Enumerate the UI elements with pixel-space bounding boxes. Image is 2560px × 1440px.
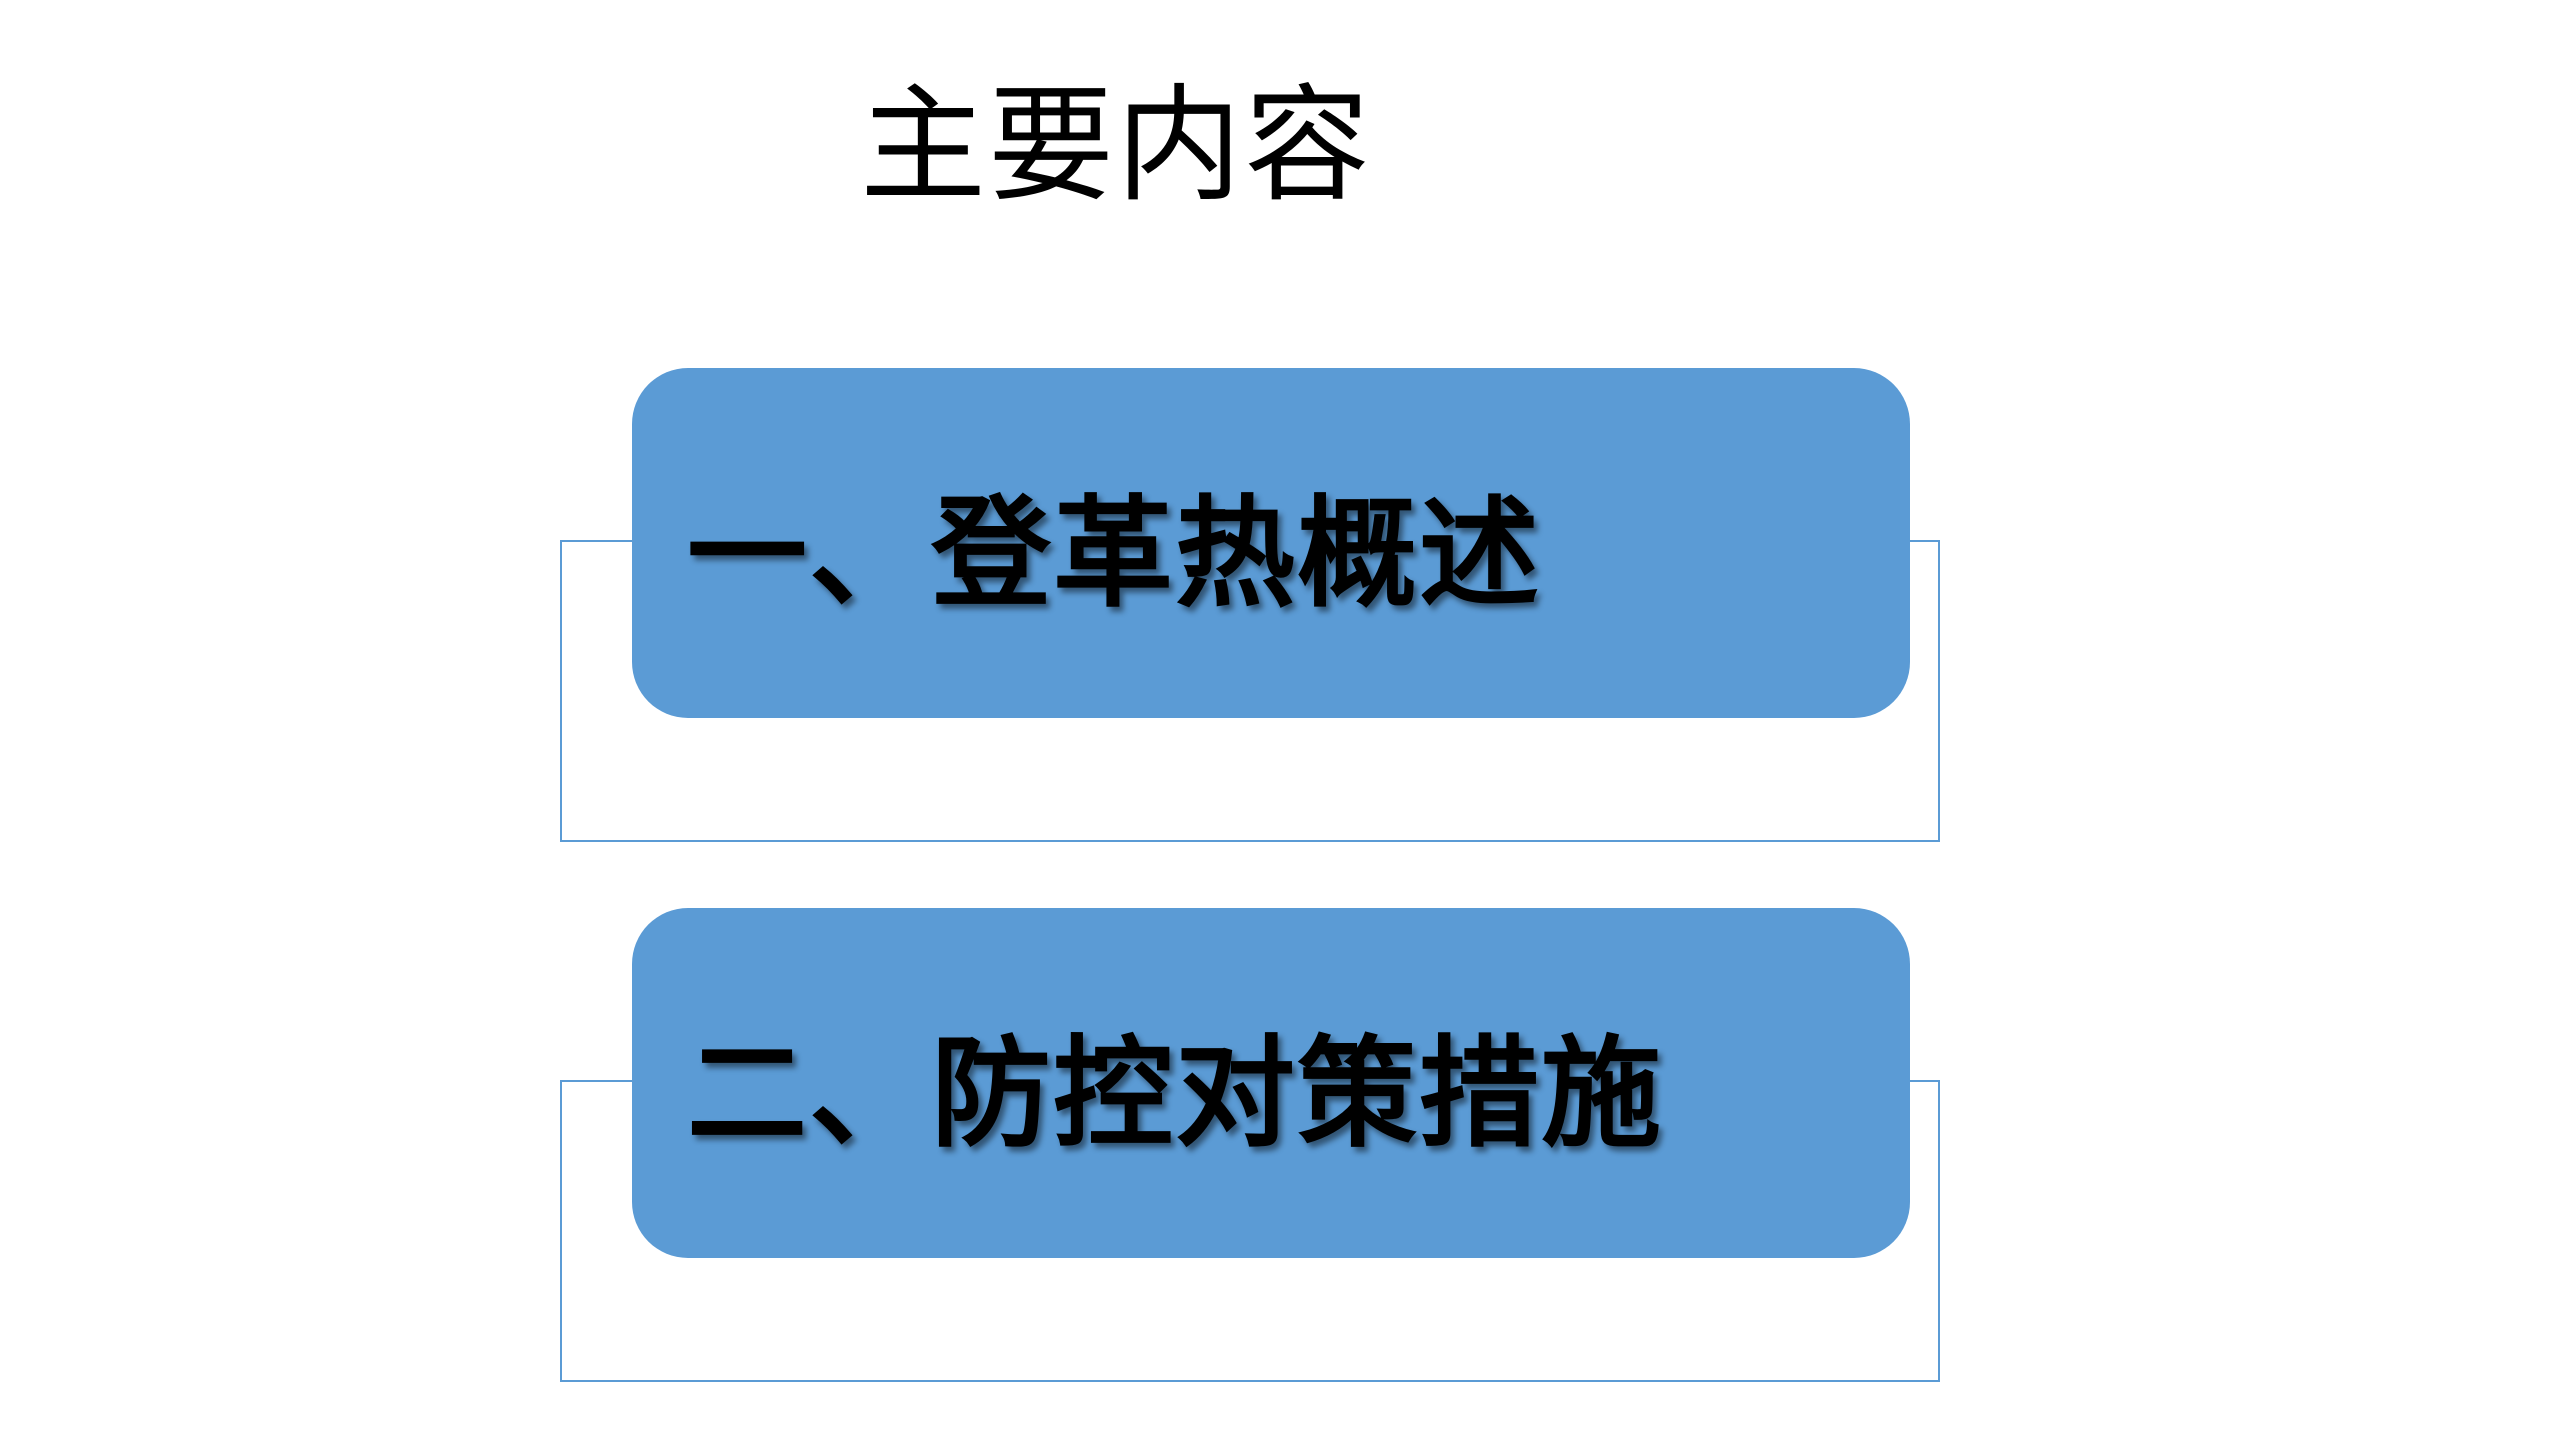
section-2-label: 二、防控对策措施 (687, 1025, 1663, 1164)
slide-title: 主要内容 (860, 72, 1372, 219)
section-1-box[interactable]: 一、登革热概述 (632, 368, 1910, 718)
section-1-label: 一、登革热概述 (687, 485, 1541, 624)
section-2-box[interactable]: 二、防控对策措施 (632, 908, 1910, 1258)
